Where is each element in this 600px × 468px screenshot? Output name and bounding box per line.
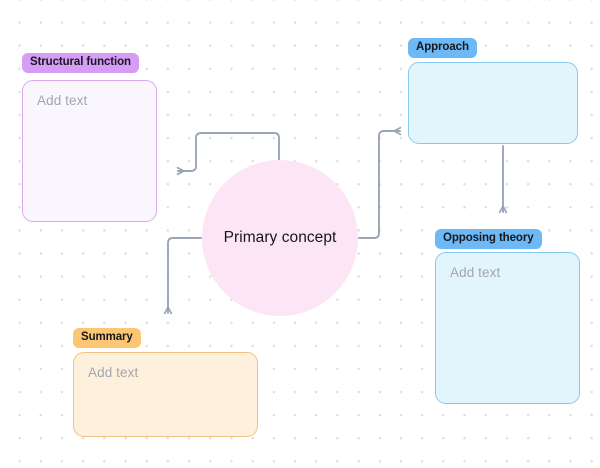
connector-primary-to-approach — [358, 126, 402, 239]
node-card-structural-function[interactable]: Add text — [22, 80, 157, 222]
node-tag-summary[interactable]: Summary — [73, 328, 141, 348]
node-label-primary-concept: Primary concept — [223, 229, 337, 246]
node-tag-approach[interactable]: Approach — [408, 38, 477, 58]
connector-primary-to-summary — [163, 237, 202, 315]
node-primary-concept[interactable]: Primary concept — [202, 160, 358, 316]
node-card-summary[interactable]: Add text — [73, 352, 258, 437]
node-placeholder-structural-function[interactable]: Add text — [37, 93, 88, 108]
node-placeholder-summary[interactable]: Add text — [88, 365, 139, 380]
node-card-approach[interactable] — [408, 62, 578, 144]
node-placeholder-opposing-theory[interactable]: Add text — [450, 265, 501, 280]
node-card-opposing-theory[interactable]: Add text — [435, 252, 580, 404]
node-tag-opposing-theory[interactable]: Opposing theory — [435, 229, 542, 249]
node-tag-structural-function[interactable]: Structural function — [22, 53, 139, 73]
